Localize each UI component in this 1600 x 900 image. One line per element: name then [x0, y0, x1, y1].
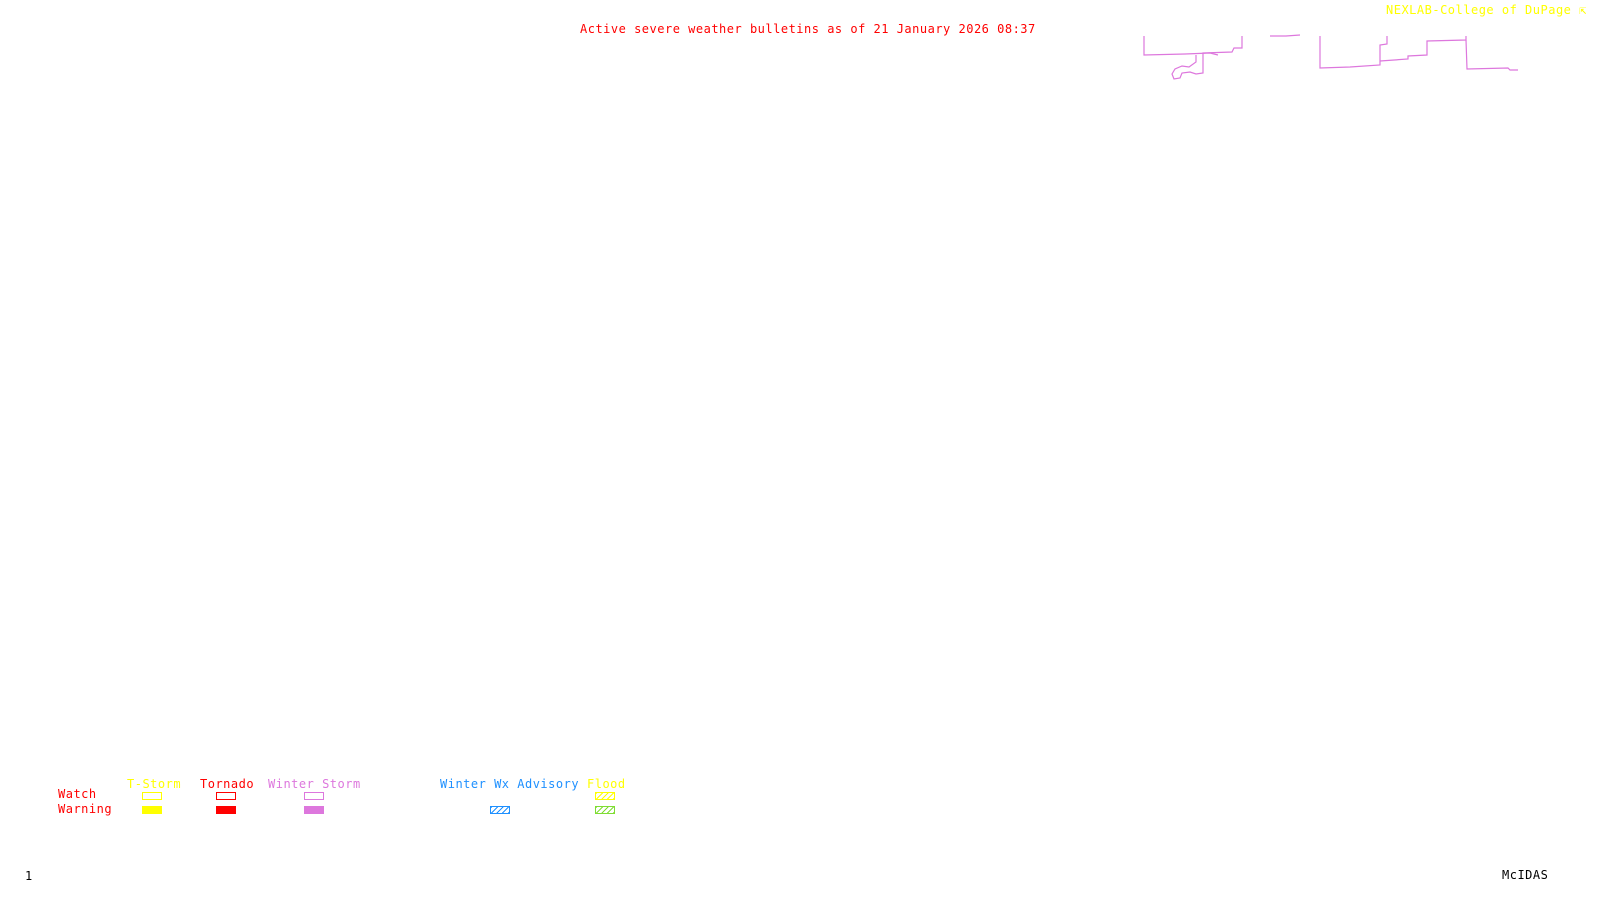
winter-storm-watch-swatch — [304, 792, 324, 800]
legend-flood-label: Flood — [587, 777, 626, 791]
frame-number: 1 — [25, 869, 33, 883]
legend-winter-storm-label: Winter Storm — [268, 777, 361, 791]
boundary-segment — [1143, 36, 1219, 56]
legend-watch-label: Watch — [58, 787, 97, 801]
flood-watch-swatch — [595, 792, 615, 800]
boundary-segment — [1465, 39, 1518, 71]
legend-warning-label: Warning — [58, 802, 113, 816]
boundary-segment — [1171, 36, 1243, 80]
tornado-warning-swatch — [216, 806, 236, 814]
tstorm-warning-swatch — [142, 806, 162, 814]
map-title: Active severe weather bulletins as of 21… — [580, 22, 1036, 36]
legend-tornado-label: Tornado — [200, 777, 255, 791]
boundary-segment — [1270, 34, 1301, 37]
software-label: McIDAS — [1502, 868, 1549, 882]
legend-tstorm-label: T-Storm — [127, 777, 182, 791]
tornado-watch-swatch — [216, 792, 236, 800]
cursor-arrow-icon: ⇱ — [1579, 3, 1587, 17]
flood-warning-swatch — [595, 806, 615, 814]
boundary-segment — [1379, 36, 1467, 62]
legend-winter-wx-advisory-label: Winter Wx Advisory — [440, 777, 580, 791]
winter-wx-advisory-swatch — [490, 806, 510, 814]
boundary-segment — [1319, 36, 1388, 69]
tstorm-watch-swatch — [142, 792, 162, 800]
credit-text: NEXLAB-College of DuPage — [1386, 3, 1572, 17]
state-boundaries — [1143, 34, 1518, 80]
credit-label: NEXLAB-College of DuPage ⇱ — [1386, 4, 1587, 16]
winter-storm-warning-swatch — [304, 806, 324, 814]
